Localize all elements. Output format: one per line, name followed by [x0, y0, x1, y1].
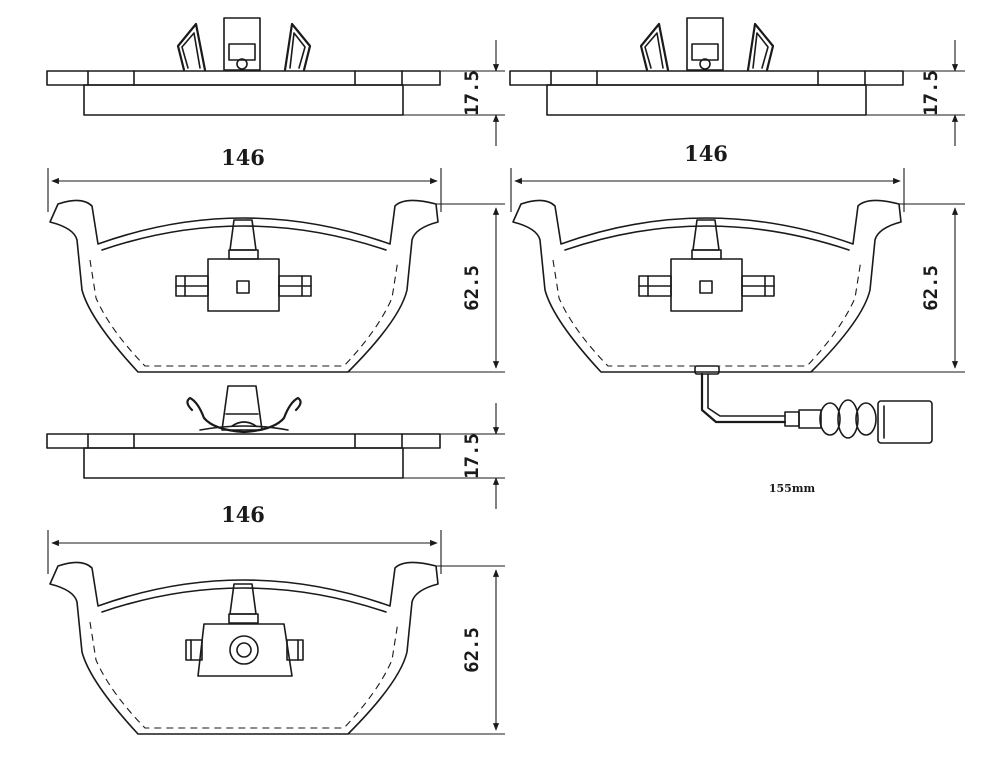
pad-2-thickness-dimension: 17.5 — [866, 40, 965, 146]
pad-1-width-label: 146 — [221, 145, 265, 170]
pad-3-front-view — [49, 561, 439, 735]
pad-2-front-view — [512, 199, 902, 373]
pad-2-width-label: 146 — [684, 141, 728, 166]
pad-3-thickness-label: 17.5 — [461, 433, 483, 479]
pad-1-thickness-label: 17.5 — [461, 70, 483, 116]
pad-3-height-label: 62.5 — [461, 627, 483, 673]
pad-3-height-dimension: 62.5 — [348, 565, 505, 735]
sensor-wire-length-label: 155mm — [769, 482, 816, 495]
pad-1-thickness-dimension: 17.5 — [403, 40, 505, 146]
pad-2-side-view — [509, 17, 904, 116]
pad-1-width-dimension: 146 — [47, 145, 442, 212]
pad-1-height-dimension: 62.5 — [348, 203, 505, 373]
pad-2-width-dimension: 146 — [510, 141, 905, 212]
pad-3-side-view — [46, 385, 441, 479]
pad-1-front-view — [49, 199, 439, 373]
pad-3-thickness-dimension: 17.5 — [403, 403, 505, 509]
pad-3-width-label: 146 — [221, 502, 265, 527]
pad-2-height-label: 62.5 — [920, 265, 942, 311]
wear-sensor-wire — [694, 365, 933, 444]
pad-2-thickness-label: 17.5 — [920, 70, 942, 116]
pad-1-height-label: 62.5 — [461, 265, 483, 311]
pad-1-side-view — [46, 17, 441, 116]
pad-2-height-dimension: 62.5 — [811, 203, 965, 373]
pad-3-width-dimension: 146 — [47, 502, 442, 574]
